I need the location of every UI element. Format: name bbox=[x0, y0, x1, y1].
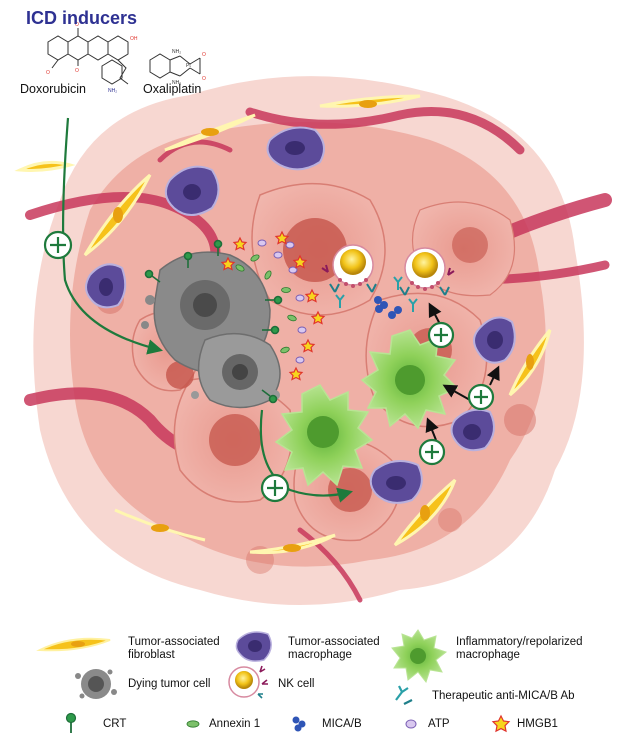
legend-fibroblast-icon bbox=[36, 637, 111, 652]
svg-text:OH: OH bbox=[130, 36, 138, 42]
legend-dying-icon bbox=[75, 669, 117, 699]
legend-label-hmgb1: HMGB1 bbox=[517, 718, 558, 730]
legend-hmgb1-icon bbox=[491, 714, 511, 733]
legend-label-mica: MICA/B bbox=[322, 718, 362, 730]
annexin-markers bbox=[235, 254, 297, 354]
crt-markers bbox=[144, 239, 283, 404]
mica-b-molecules bbox=[374, 296, 402, 319]
legend-annexin-icon bbox=[186, 720, 200, 728]
legend-tam-icon bbox=[235, 631, 272, 662]
nk-cells bbox=[321, 244, 455, 296]
tumor-associated-fibroblasts bbox=[14, 94, 552, 555]
drug-label-oxaliplatin: Oxaliplatin bbox=[143, 82, 202, 96]
plus-circle-icon bbox=[418, 438, 446, 466]
plus-circle-icon bbox=[427, 321, 455, 349]
plus-circle-icon bbox=[43, 230, 73, 260]
svg-text:NH₂: NH₂ bbox=[172, 49, 181, 55]
svg-text:NH₂: NH₂ bbox=[172, 80, 181, 86]
legend-label-antibody: Therapeutic anti-MICA/B Ab bbox=[432, 690, 575, 702]
figure-title: ICD inducers bbox=[26, 8, 138, 28]
legend-label-nk: NK cell bbox=[278, 678, 315, 690]
legend-label-dying: Dying tumor cell bbox=[128, 678, 211, 690]
svg-text:O: O bbox=[75, 68, 79, 74]
plus-circle-icons bbox=[43, 230, 495, 503]
drug-label-doxorubicin: Doxorubicin bbox=[20, 82, 87, 96]
svg-text:O: O bbox=[75, 22, 79, 28]
legend-label-atp: ATP bbox=[428, 718, 450, 730]
oxaliplatin-atoms: NH₂ NH₂ Pt O O bbox=[172, 49, 206, 86]
svg-text:O: O bbox=[202, 76, 206, 82]
legend-label-tam: Tumor-associated macrophage bbox=[288, 636, 380, 661]
activation-arrows bbox=[61, 117, 353, 503]
svg-text:NH₂: NH₂ bbox=[108, 88, 117, 94]
legend-mica-icon bbox=[292, 716, 306, 732]
plus-circle-icon bbox=[467, 383, 495, 411]
hmgb1-markers bbox=[220, 230, 326, 381]
tumor-cells bbox=[96, 182, 536, 574]
svg-text:O: O bbox=[46, 70, 50, 76]
atp-markers bbox=[257, 239, 307, 364]
legend-crt-icon bbox=[65, 712, 77, 733]
legend-label-annexin: Annexin 1 bbox=[209, 718, 261, 730]
therapeutic-antibodies bbox=[335, 276, 418, 312]
legend-inflammatory-icon bbox=[391, 629, 448, 684]
legend-antibody-icon bbox=[395, 685, 413, 705]
plus-circle-icon bbox=[260, 473, 290, 503]
tumor-associated-macrophages bbox=[85, 126, 516, 504]
legend-label-inflammatory: Inflammatory/repolarized macrophage bbox=[456, 636, 583, 661]
legend-label-crt: CRT bbox=[103, 718, 127, 730]
legend-label-fibroblast: Tumor-associated fibroblast bbox=[128, 636, 220, 661]
doxorubicin-atoms: O O OH NH₂ O bbox=[46, 22, 138, 94]
svg-text:Pt: Pt bbox=[186, 63, 191, 69]
legend-atp-icon bbox=[405, 719, 417, 729]
inflammatory-macrophages bbox=[274, 329, 459, 487]
doxorubicin-structure bbox=[47, 28, 129, 85]
oxaliplatin-structure bbox=[149, 53, 201, 79]
legend-nk-icon bbox=[228, 665, 268, 699]
svg-text:O: O bbox=[202, 52, 206, 58]
